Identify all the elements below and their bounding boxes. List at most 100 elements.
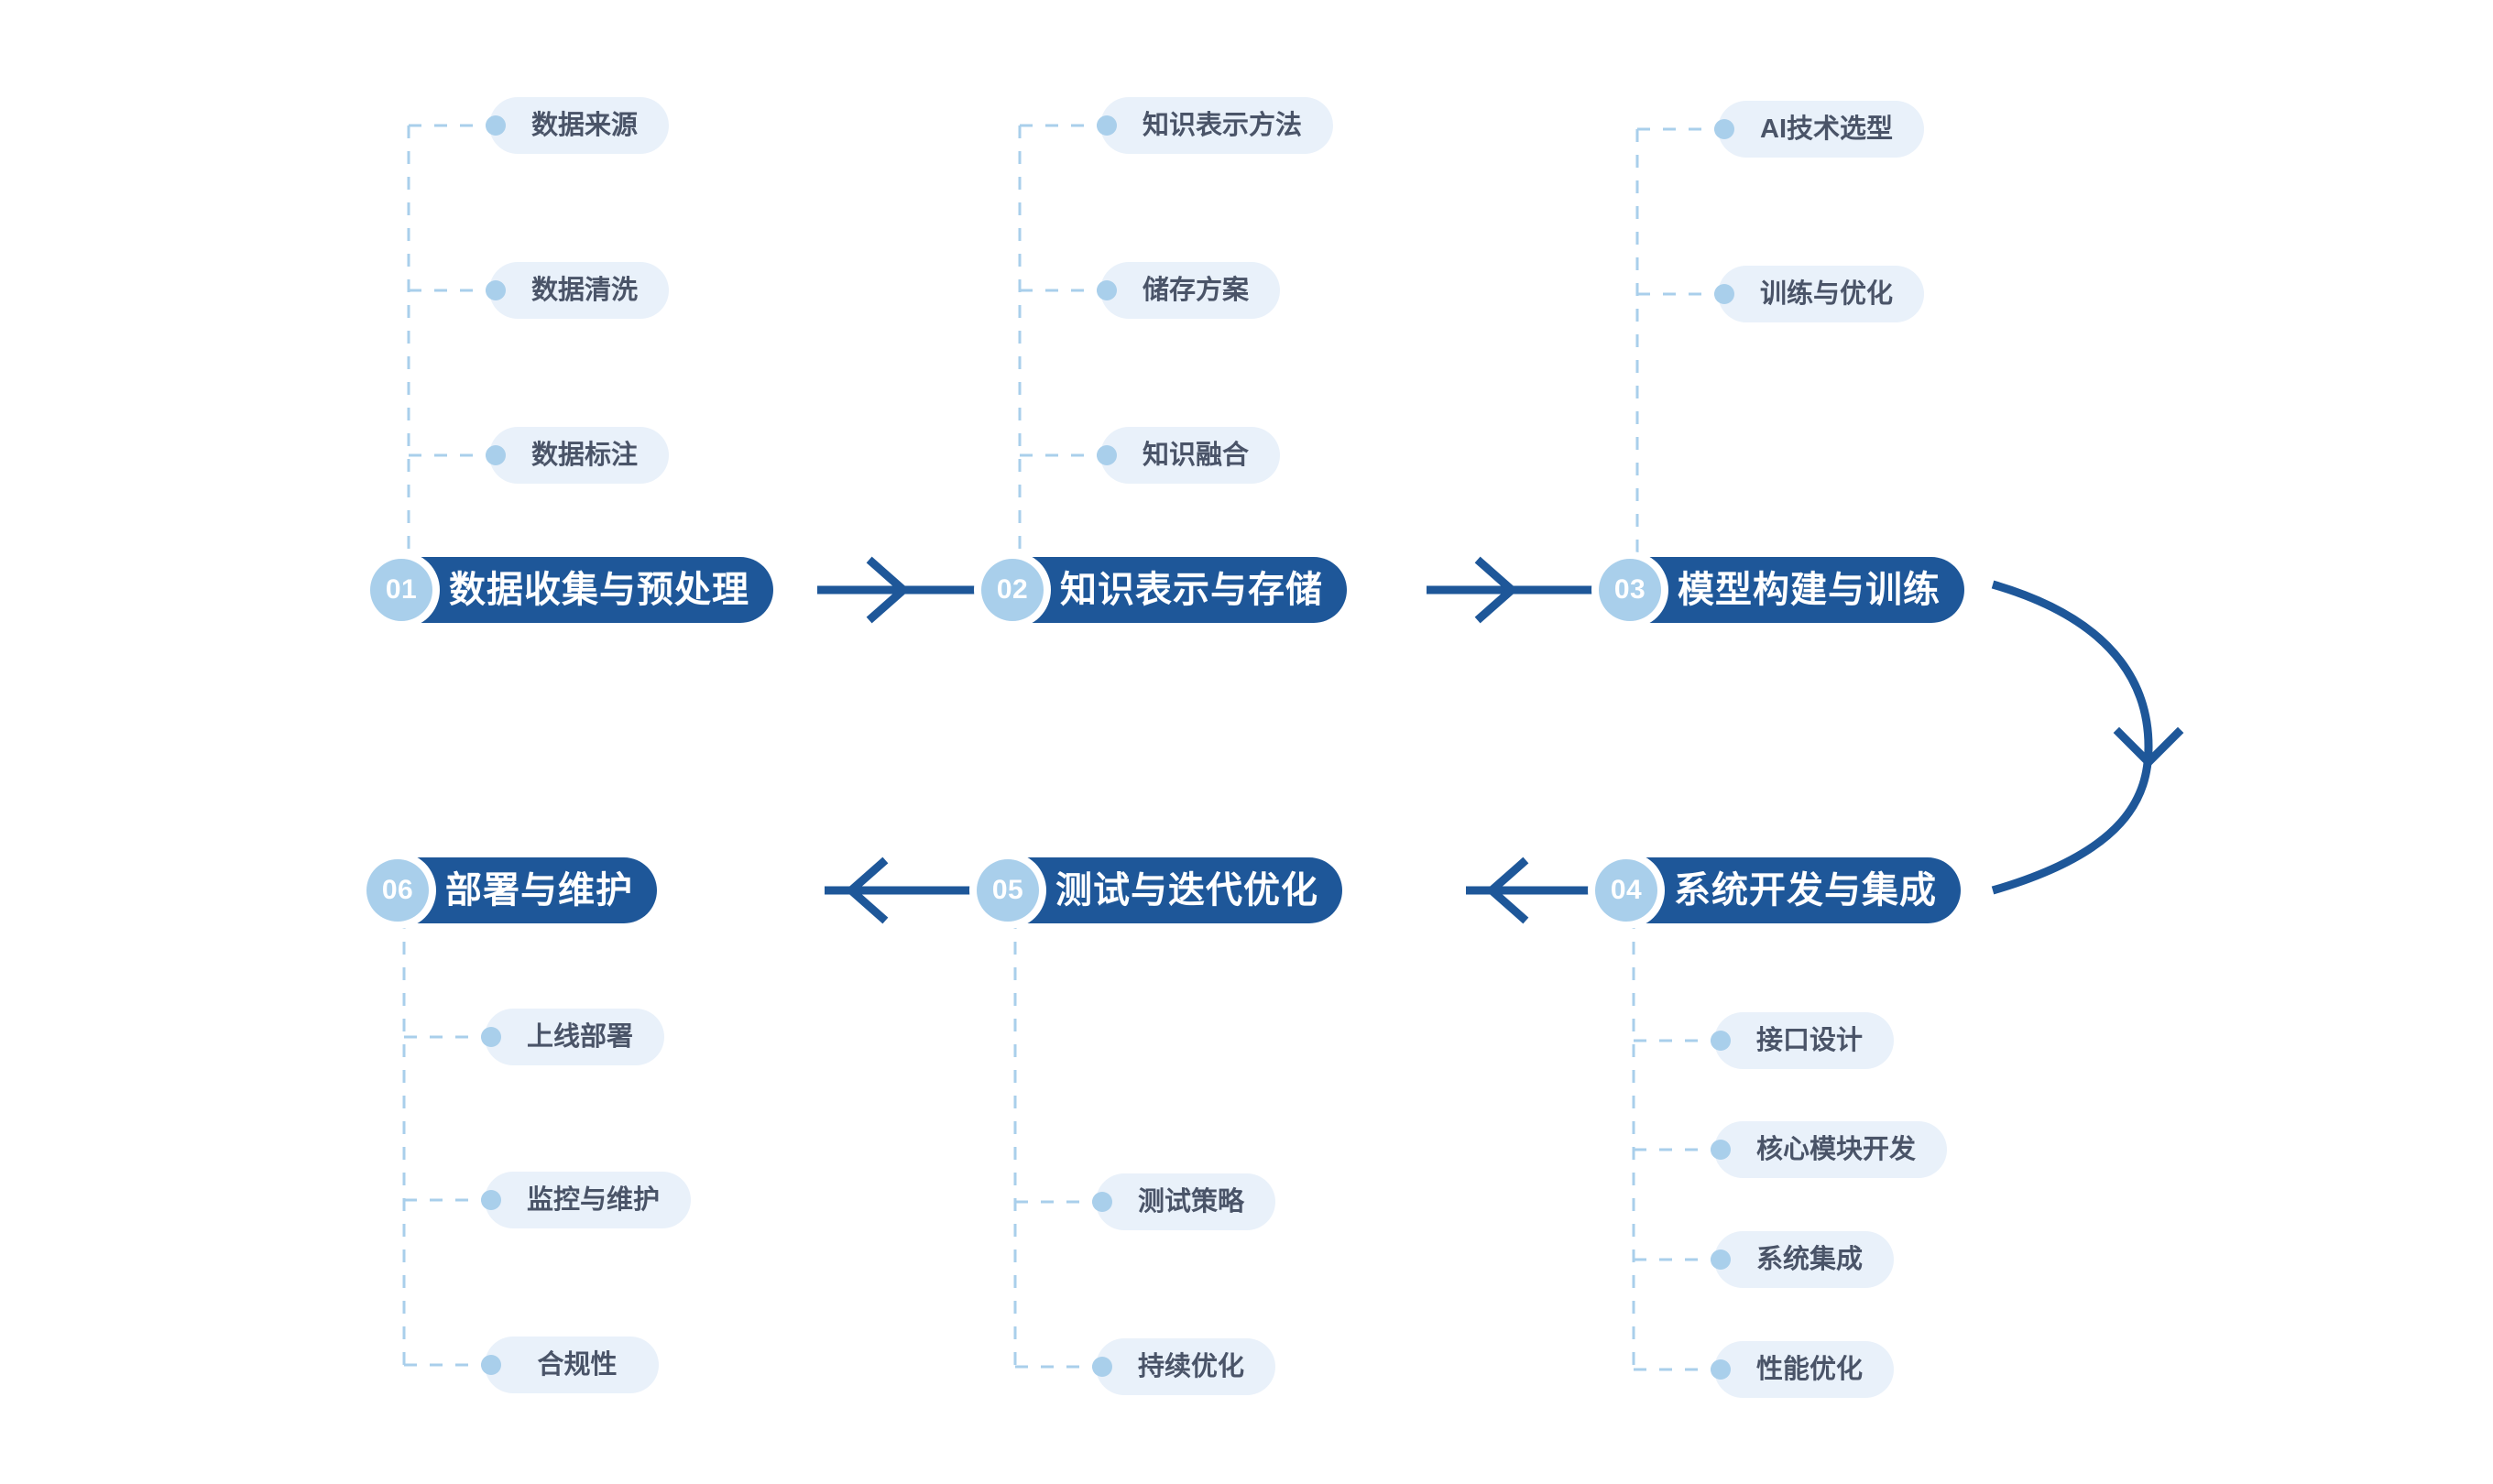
flow-arrow-02-to-03 (1427, 556, 1608, 624)
dashed-tree-stage-06 (402, 916, 485, 1370)
stage-title: 模型构建与训练 (1678, 570, 1941, 610)
stage-badge-ring: 03 (1591, 551, 1668, 628)
sub-item-stage-05-1[interactable]: 持续优化 (1092, 1338, 1276, 1395)
sub-item-pill[interactable]: 测试策略 (1096, 1173, 1276, 1230)
flow-arrow-04-to-05 (1466, 857, 1608, 924)
sub-item-stage-01-2[interactable]: 数据标注 (486, 427, 670, 484)
sub-item-label: 监控与维护 (527, 1184, 661, 1215)
sub-item-pill[interactable]: 数据清洗 (489, 262, 670, 319)
branch-dot-icon (1711, 1140, 1731, 1160)
stage-badge-ring: 06 (359, 852, 436, 929)
sub-item-stage-06-2[interactable]: 合规性 (481, 1337, 659, 1393)
sub-item-pill[interactable]: 性能优化 (1714, 1341, 1895, 1398)
branch-dot-icon (1092, 1192, 1112, 1212)
sub-item-label: 测试策略 (1138, 1186, 1245, 1217)
branch-dot-icon (1097, 280, 1117, 300)
sub-item-stage-06-1[interactable]: 监控与维护 (481, 1172, 692, 1228)
sub-item-stage-03-0[interactable]: AI技术选型 (1714, 101, 1925, 158)
sub-item-pill[interactable]: 数据标注 (489, 427, 670, 484)
sub-item-pill[interactable]: 储存方案 (1100, 262, 1281, 319)
sub-item-stage-02-0[interactable]: 知识表示方法 (1097, 97, 1334, 154)
sub-item-label: 知识表示方法 (1143, 110, 1303, 140)
sub-item-stage-05-0[interactable]: 测试策略 (1092, 1173, 1276, 1230)
stage-bar[interactable]: 系统开发与集成 (1630, 857, 1961, 923)
sub-item-pill[interactable]: 知识融合 (1100, 427, 1281, 484)
sub-item-stage-04-2[interactable]: 系统集成 (1711, 1231, 1895, 1288)
sub-item-pill[interactable]: 持续优化 (1096, 1338, 1276, 1395)
sub-item-pill[interactable]: 训练与优化 (1718, 266, 1925, 322)
sub-item-label: 知识融合 (1143, 440, 1250, 470)
stage-bar[interactable]: 数据收集与预处理 (405, 557, 773, 623)
sub-item-pill[interactable]: 核心模块开发 (1714, 1121, 1948, 1178)
sub-item-stage-04-1[interactable]: 核心模块开发 (1711, 1121, 1948, 1178)
sub-item-stage-01-0[interactable]: 数据来源 (486, 97, 670, 154)
branch-dot-icon (1092, 1357, 1112, 1377)
stage-number-badge: 04 (1595, 859, 1657, 922)
stage-bar[interactable]: 测试与迭代优化 (1011, 857, 1342, 923)
flow-arrow-05-to-06 (825, 857, 993, 924)
stage-title: 数据收集与预处理 (449, 570, 749, 610)
branch-dot-icon (1714, 284, 1734, 304)
branch-dot-icon (1097, 445, 1117, 465)
sub-item-label: 数据清洗 (531, 275, 639, 305)
branch-dot-icon (486, 115, 506, 136)
stage-bar[interactable]: 部署与维护 (401, 857, 657, 923)
sub-item-label: 训练与优化 (1760, 278, 1894, 309)
sub-item-label: 持续优化 (1138, 1351, 1245, 1381)
stage-title: 知识表示与存储 (1060, 570, 1323, 610)
sub-item-stage-02-2[interactable]: 知识融合 (1097, 427, 1281, 484)
sub-item-label: 储存方案 (1143, 275, 1250, 305)
stage-number-badge: 05 (977, 859, 1039, 922)
stage-badge-ring: 05 (969, 852, 1046, 929)
stage-number-badge: 03 (1599, 559, 1661, 621)
branch-dot-icon (1711, 1249, 1731, 1270)
stage-title: 部署与维护 (445, 870, 633, 911)
sub-item-pill[interactable]: 监控与维护 (485, 1172, 692, 1228)
sub-item-pill[interactable]: 上线部署 (485, 1009, 665, 1065)
dashed-tree-stage-03 (1635, 127, 1718, 568)
sub-item-label: 系统集成 (1756, 1244, 1864, 1274)
sub-item-pill[interactable]: 系统集成 (1714, 1231, 1895, 1288)
stage-title: 测试与迭代优化 (1055, 870, 1318, 911)
sub-item-stage-06-0[interactable]: 上线部署 (481, 1009, 665, 1065)
stage-title: 系统开发与集成 (1674, 870, 1937, 911)
sub-item-label: 核心模块开发 (1756, 1134, 1917, 1164)
branch-dot-icon (1711, 1031, 1731, 1051)
flow-arrow-01-to-02 (817, 556, 993, 624)
stage-number-badge: 02 (981, 559, 1044, 621)
sub-item-pill[interactable]: AI技术选型 (1718, 101, 1925, 158)
sub-item-stage-02-1[interactable]: 储存方案 (1097, 262, 1281, 319)
stage-number-badge: 06 (366, 859, 429, 922)
sub-item-label: 接口设计 (1756, 1025, 1864, 1055)
dashed-tree-stage-05 (1013, 916, 1096, 1370)
sub-item-label: 合规性 (537, 1349, 618, 1380)
dashed-tree-stage-02 (1018, 124, 1100, 568)
branch-dot-icon (481, 1190, 501, 1210)
stage-badge-ring: 02 (974, 551, 1051, 628)
sub-item-label: 数据标注 (531, 440, 639, 470)
branch-dot-icon (486, 445, 506, 465)
stage-badge-ring: 04 (1588, 852, 1665, 929)
branch-dot-icon (1097, 115, 1117, 136)
sub-item-pill[interactable]: 知识表示方法 (1100, 97, 1334, 154)
stage-bar[interactable]: 模型构建与训练 (1634, 557, 1964, 623)
sub-item-stage-04-0[interactable]: 接口设计 (1711, 1012, 1895, 1069)
sub-item-label: 数据来源 (531, 110, 639, 140)
stage-bar[interactable]: 知识表示与存储 (1016, 557, 1347, 623)
dashed-tree-stage-01 (407, 124, 489, 568)
branch-dot-icon (486, 280, 506, 300)
flow-arrow-03-to-04 (1991, 580, 2184, 895)
branch-dot-icon (1711, 1359, 1731, 1380)
sub-item-stage-01-1[interactable]: 数据清洗 (486, 262, 670, 319)
sub-item-stage-04-3[interactable]: 性能优化 (1711, 1341, 1895, 1398)
sub-item-pill[interactable]: 合规性 (485, 1337, 659, 1393)
sub-item-pill[interactable]: 数据来源 (489, 97, 670, 154)
stage-badge-ring: 01 (363, 551, 440, 628)
branch-dot-icon (1714, 119, 1734, 139)
dashed-tree-stage-04 (1632, 916, 1714, 1374)
sub-item-stage-03-1[interactable]: 训练与优化 (1714, 266, 1925, 322)
branch-dot-icon (481, 1027, 501, 1047)
sub-item-pill[interactable]: 接口设计 (1714, 1012, 1895, 1069)
